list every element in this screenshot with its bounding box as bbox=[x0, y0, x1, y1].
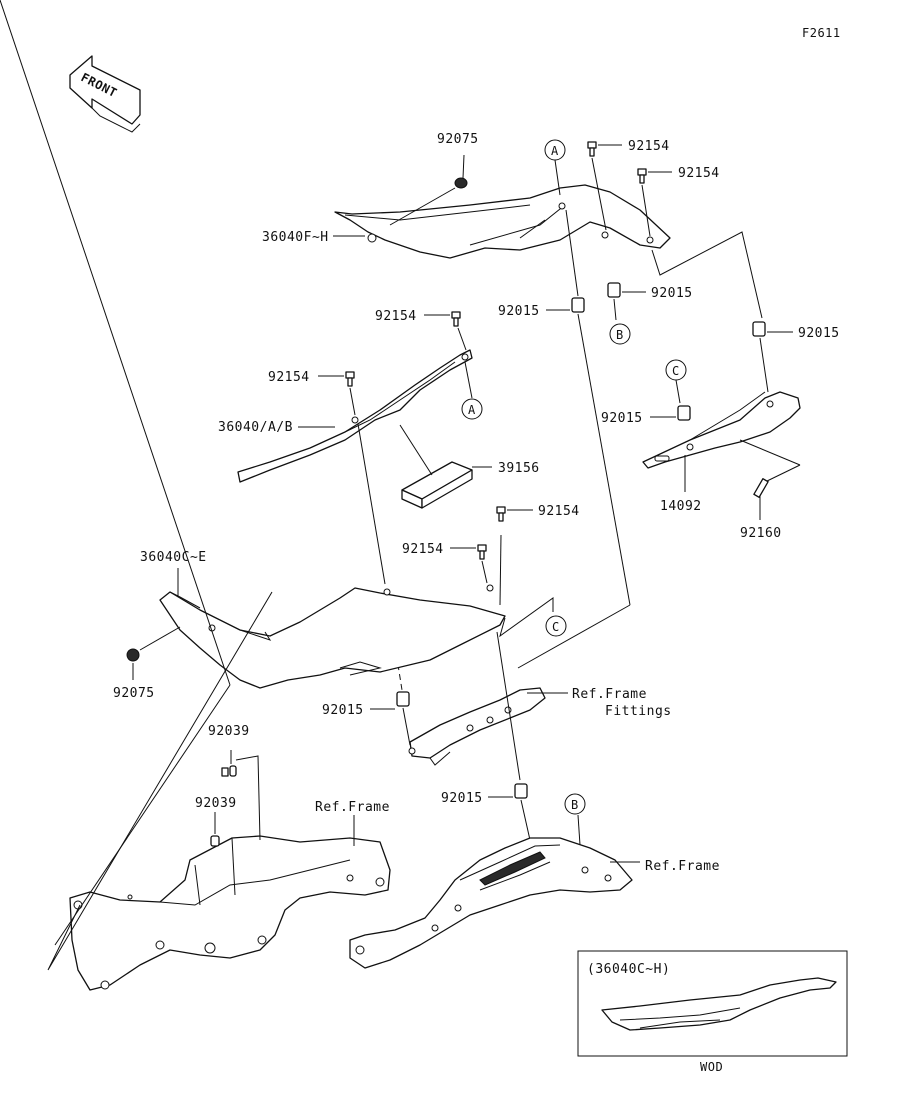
label-ref-frame-fittings-1: Ref.Frame bbox=[572, 687, 647, 702]
label-92039-b: 92039 bbox=[195, 796, 237, 811]
label-92154-d: 92154 bbox=[268, 370, 310, 385]
svg-text:A: A bbox=[468, 403, 476, 417]
svg-text:B: B bbox=[616, 328, 624, 342]
label-92039-a: 92039 bbox=[208, 724, 250, 739]
grommet-92075-top: 92075 bbox=[389, 132, 479, 226]
inset-title: (36040C~H) bbox=[587, 962, 670, 977]
collar-92015-a: 92015 bbox=[498, 209, 631, 606]
callout-A-mid: A bbox=[461, 361, 483, 420]
screw-92154-a: 92154 bbox=[587, 139, 670, 231]
label-92015-b: 92015 bbox=[651, 286, 693, 301]
left-frame-part bbox=[69, 835, 391, 991]
callout-C-right: C bbox=[665, 359, 687, 404]
label-39156: 39156 bbox=[498, 461, 540, 476]
screw-92154-c: 92154 bbox=[375, 309, 467, 351]
label-92154-a: 92154 bbox=[628, 139, 670, 154]
callout-A-top: A bbox=[544, 139, 566, 196]
label-36040F-H: 36040F~H bbox=[262, 230, 329, 245]
screw-92154-e: 92154 bbox=[496, 504, 580, 606]
collar-92015-c: 92015 bbox=[752, 321, 840, 393]
svg-text:A: A bbox=[551, 144, 559, 158]
inset-variant-box: (36040C~H) WOD bbox=[577, 950, 848, 1074]
seat-rail-36040AB-part bbox=[237, 349, 473, 483]
figure-code: F2611 bbox=[802, 26, 841, 40]
bolt-92039-a: 92039 bbox=[208, 724, 261, 841]
label-92154-f: 92154 bbox=[402, 542, 444, 557]
screw-92154-d: 92154 bbox=[268, 370, 356, 416]
label-14092: 14092 bbox=[660, 499, 702, 514]
label-92075-top: 92075 bbox=[437, 132, 479, 147]
pad-39156-part: 39156 bbox=[399, 424, 540, 509]
svg-text:B: B bbox=[571, 798, 579, 812]
bolt-92039-b: 92039 bbox=[195, 796, 237, 847]
label-36040AB: 36040/A/B bbox=[218, 420, 293, 435]
grommet-92075-bottom: 92075 bbox=[113, 626, 181, 701]
label-92015-f: 92015 bbox=[441, 791, 483, 806]
label-92075-bottom: 92075 bbox=[113, 686, 155, 701]
inset-caption: WOD bbox=[700, 1060, 723, 1074]
callout-C-lower: C bbox=[545, 615, 567, 637]
callout-B-lower: B bbox=[564, 793, 586, 815]
label-92160: 92160 bbox=[740, 526, 782, 541]
bolt-92160: 92160 bbox=[739, 439, 801, 541]
label-ref-frame-right: Ref.Frame bbox=[645, 859, 720, 874]
side-cover-36040CE-part bbox=[159, 584, 506, 689]
frame-fittings-part bbox=[408, 687, 546, 766]
screw-92154-f: 92154 bbox=[402, 542, 488, 584]
label-92154-e: 92154 bbox=[538, 504, 580, 519]
right-frame-part bbox=[349, 837, 633, 969]
collar-92015-e: 92015 bbox=[322, 691, 411, 746]
callout-B-top: B bbox=[609, 323, 631, 345]
label-92015-c: 92015 bbox=[798, 326, 840, 341]
label-92015-e: 92015 bbox=[322, 703, 364, 718]
svg-text:C: C bbox=[552, 620, 560, 634]
collar-92015-d: 92015 bbox=[601, 405, 691, 426]
label-92015-a: 92015 bbox=[498, 304, 540, 319]
label-92015-d: 92015 bbox=[601, 411, 643, 426]
collar-92015-f: 92015 bbox=[441, 783, 531, 841]
collar-92015-b: 92015 bbox=[607, 282, 693, 321]
label-ref-frame-fittings-2: Fittings bbox=[605, 704, 672, 719]
label-92154-c: 92154 bbox=[375, 309, 417, 324]
label-92154-b: 92154 bbox=[678, 166, 720, 181]
screw-92154-b: 92154 bbox=[637, 166, 720, 237]
label-ref-frame-left: Ref.Frame bbox=[315, 800, 390, 815]
svg-text:C: C bbox=[672, 364, 680, 378]
label-36040C-E: 36040C~E bbox=[140, 550, 207, 565]
front-arrow-icon: FRONT bbox=[69, 55, 141, 133]
seat-cover-top-part bbox=[334, 184, 671, 259]
bracket-14092-part bbox=[642, 391, 801, 469]
